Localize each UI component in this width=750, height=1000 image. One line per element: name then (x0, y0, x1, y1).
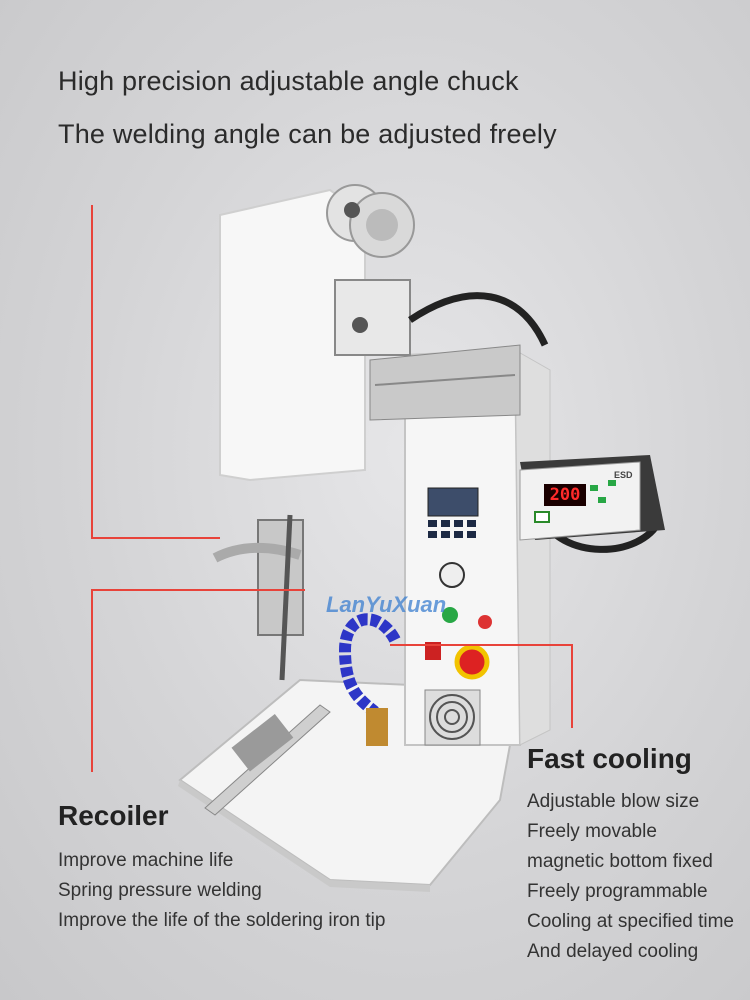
cooling-feature: Adjustable blow size (527, 791, 700, 812)
controller-keypad (428, 520, 476, 538)
callout-line-cooling (390, 644, 573, 728)
cooling-feature: Freely programmable (527, 881, 708, 902)
emergency-stop (454, 644, 490, 680)
callout-line-chuck (91, 205, 220, 539)
wire-feeder (334, 279, 411, 356)
callout-line-recoiler (91, 589, 305, 772)
flexible-cooling-nozzle (338, 613, 401, 717)
cooling-fan (424, 689, 481, 746)
temperature-display: 200 (544, 484, 586, 506)
headline-welding-angle: The welding angle can be adjusted freely (58, 119, 557, 149)
head-housing (219, 188, 366, 482)
controller-screen (427, 487, 479, 517)
iron-holder (257, 519, 304, 636)
slide-rail (204, 704, 331, 816)
recoiler-feature-list: Improve machine life Spring pressure wel… (58, 846, 385, 936)
green-button (442, 607, 458, 623)
headline-angle-chuck: High precision adjustable angle chuck (58, 66, 519, 96)
brand-label: ESD (614, 470, 633, 480)
red-button (478, 615, 492, 629)
pressure-gauge (439, 562, 465, 588)
recoiler-feature: Spring pressure welding (58, 880, 262, 901)
recoiler-feature: Improve the life of the soldering iron t… (58, 910, 386, 931)
cooling-feature: Freely movable (527, 821, 657, 842)
horizontal-arm (369, 344, 521, 421)
fast-cooling-title: Fast cooling (527, 743, 692, 774)
cooling-feature-list: Adjustable blow size Freely movable magn… (527, 787, 734, 967)
cooling-feature: magnetic bottom fixed (527, 851, 713, 872)
watermark-text: LanYuXuan (326, 592, 447, 617)
solder-wire-spool (326, 184, 415, 258)
air-hose (408, 292, 549, 347)
power-switch (425, 642, 441, 660)
cooling-feature: And delayed cooling (527, 941, 699, 962)
recoiler-feature: Improve machine life (58, 850, 234, 871)
cooling-feature: Cooling at specified time (527, 911, 734, 932)
recoiler-title: Recoiler (58, 800, 169, 831)
